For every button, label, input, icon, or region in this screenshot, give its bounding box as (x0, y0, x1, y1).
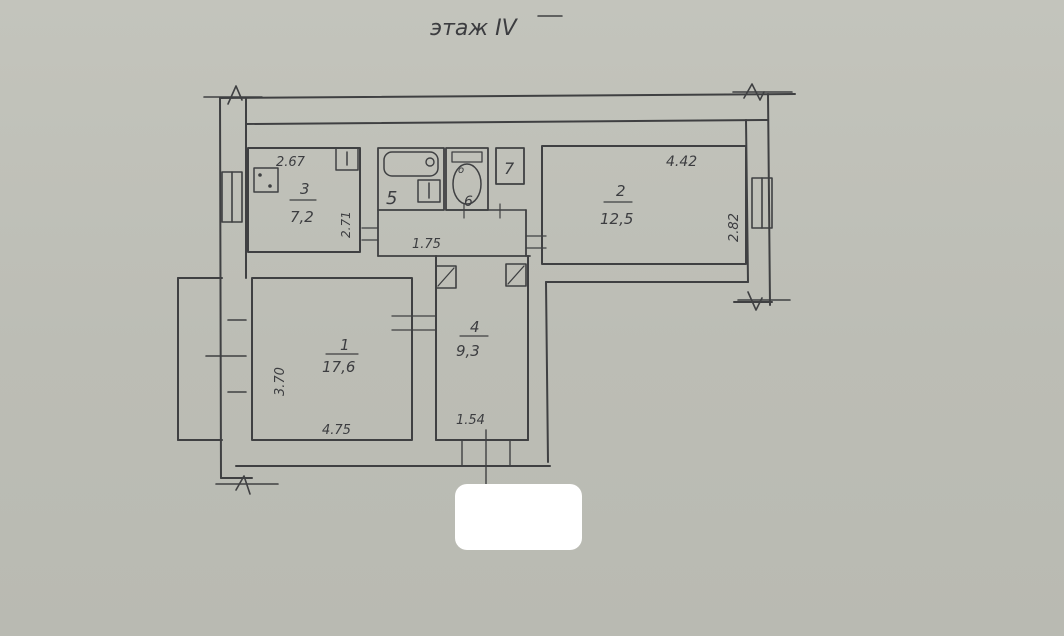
room-4-area: 9,3 (456, 342, 480, 360)
stove-burner-icon (258, 173, 262, 177)
room-4-number: 4 (470, 318, 480, 336)
room-1-area: 17,6 (322, 358, 355, 376)
room-1-number: 1 (340, 336, 350, 354)
axis-ticks (203, 83, 793, 495)
balcony (177, 277, 223, 441)
svg-text:o: o (458, 165, 464, 176)
room-2-number: 2 (616, 182, 626, 200)
drain-icon (425, 157, 435, 167)
room-3: 2.67 3 7,2 2.71 (247, 147, 361, 253)
toilet-tank-icon (451, 151, 483, 163)
room-4: 4 9,3 1.54 (435, 255, 529, 491)
room-1-outline (251, 277, 413, 441)
room-3-area: 7,2 (290, 208, 314, 226)
bathtub-icon (383, 151, 439, 177)
room-1: 1 17,6 4.75 3.70 (251, 277, 437, 441)
room-2-outline (541, 145, 747, 265)
room-6-number: 6 (464, 194, 473, 210)
sink-icon (335, 147, 359, 171)
corridor-width: 1.75 (412, 237, 441, 252)
closet-outline (495, 147, 525, 185)
stove-burner-icon (268, 184, 272, 188)
washbasin-icon (417, 179, 441, 203)
room-3-height: 2.71 (339, 211, 353, 238)
corridor: 1.75 (361, 209, 547, 289)
vent-shaft-icon (505, 263, 527, 287)
room-2-area: 12,5 (600, 210, 633, 228)
stove-icon (253, 167, 279, 193)
room-3-width: 2.67 (276, 155, 306, 170)
vent-shaft-hatch (437, 267, 455, 287)
room-2: 4.42 2 12,5 2.82 (541, 145, 747, 265)
room-3-number: 3 (300, 180, 310, 198)
redaction-patch (455, 484, 582, 550)
bathroom-outline (377, 147, 445, 211)
room-2-width: 4.42 (666, 154, 697, 170)
windows (205, 171, 773, 393)
room-1-height: 3.70 (273, 367, 288, 396)
vent-shaft-hatch (507, 265, 525, 285)
floor-label: этаж IV (430, 16, 519, 41)
toilet-icon (452, 163, 482, 205)
room-1-width: 4.75 (322, 423, 351, 438)
room-4-width: 1.54 (456, 413, 485, 428)
bathroom-block: 5 6 o 7 (377, 147, 527, 219)
room-5-number: 5 (386, 188, 397, 209)
room-2-height: 2.82 (727, 213, 742, 242)
room-7-number: 7 (504, 159, 515, 178)
room-3-outline (247, 147, 361, 253)
